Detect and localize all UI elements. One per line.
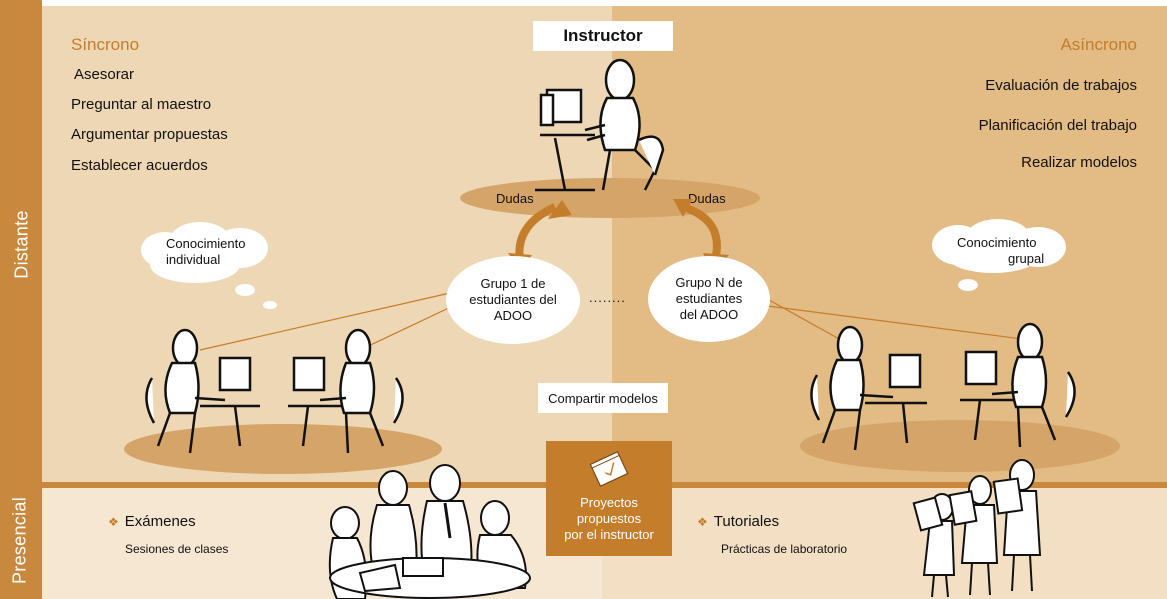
doubts-label-left: Dudas <box>496 191 534 206</box>
left-band <box>0 0 42 599</box>
thought-individual-line1: Conocimiento <box>166 236 246 251</box>
thought-bubble-icon <box>932 219 1066 291</box>
sync-heading: Síncrono <box>71 35 140 54</box>
sync-item: Asesorar <box>74 66 135 83</box>
person-at-computer-icon <box>810 325 927 451</box>
group-1-line1: Grupo 1 de <box>480 276 546 291</box>
diamond-bullet-icon: ❖ <box>108 515 119 529</box>
group-n-line2: estudiantes <box>675 291 743 306</box>
doubts-label-right: Dudas <box>688 191 726 206</box>
group-1-line3: ADOO <box>493 308 533 323</box>
right-workstation-floor <box>800 420 1120 472</box>
share-models-box: Compartir modelos <box>538 383 668 413</box>
tutorials-label: Tutoriales <box>713 513 780 530</box>
diamond-bullet-icon: ❖ <box>697 515 708 529</box>
async-item: Realizar modelos <box>1021 154 1137 171</box>
notebook-icon <box>589 450 629 488</box>
group-n-line3: del ADOO <box>679 307 739 322</box>
panel-presential-right <box>602 488 1167 599</box>
projects-line3: por el instructor <box>564 527 654 542</box>
person-at-computer-icon <box>960 322 1076 448</box>
instructor-floor <box>460 178 760 218</box>
person-at-computer-icon <box>288 328 404 454</box>
class-sessions-label: Sesiones de clases <box>125 542 229 556</box>
groups-ellipsis: ........ <box>589 290 626 305</box>
thought-bubble-icon <box>141 222 277 309</box>
person-at-computer-icon <box>145 328 260 454</box>
left-workstation-floor <box>124 424 442 474</box>
lab-practices-label: Prácticas de laboratorio <box>721 542 848 556</box>
projects-line2: propuestos <box>576 511 642 526</box>
projects-line1: Proyectos <box>580 495 638 510</box>
sync-item: Establecer acuerdos <box>71 157 208 174</box>
group-n-bubble: Grupo N de estudiantes del ADOO <box>648 256 770 342</box>
group-1-line2: estudiantes del <box>469 292 557 307</box>
async-heading: Asíncrono <box>1060 35 1137 54</box>
instructor-figure-icon <box>535 58 665 192</box>
people-with-documents-icon <box>912 459 1042 598</box>
async-item: Evaluación de trabajos <box>985 77 1137 94</box>
projects-box: Proyectos propuestos por el instructor <box>546 441 672 556</box>
thought-group-line1: Conocimiento <box>957 235 1037 250</box>
thought-group-line2: grupal <box>1008 251 1045 266</box>
sync-item: Argumentar propuestas <box>71 126 228 143</box>
exams-label: Exámenes <box>124 513 196 530</box>
presential-right-title: ❖ Tutoriales <box>697 513 779 530</box>
group-n-line1: Grupo N de <box>675 275 743 290</box>
instructor-label: Instructor <box>563 26 643 45</box>
projects-text: Proyectos propuestos por el instructor <box>546 495 672 543</box>
meeting-group-icon <box>328 464 531 599</box>
presential-left-title: ❖ Exámenes <box>108 513 196 530</box>
group-1-bubble: Grupo 1 de estudiantes del ADOO <box>446 256 580 344</box>
thought-individual-line2: individual <box>166 252 221 267</box>
instructor-label-box: Instructor <box>533 21 673 51</box>
sync-item: Preguntar al maestro <box>71 96 212 113</box>
share-models-label: Compartir modelos <box>548 390 658 406</box>
async-item: Planificación del trabajo <box>978 117 1137 134</box>
